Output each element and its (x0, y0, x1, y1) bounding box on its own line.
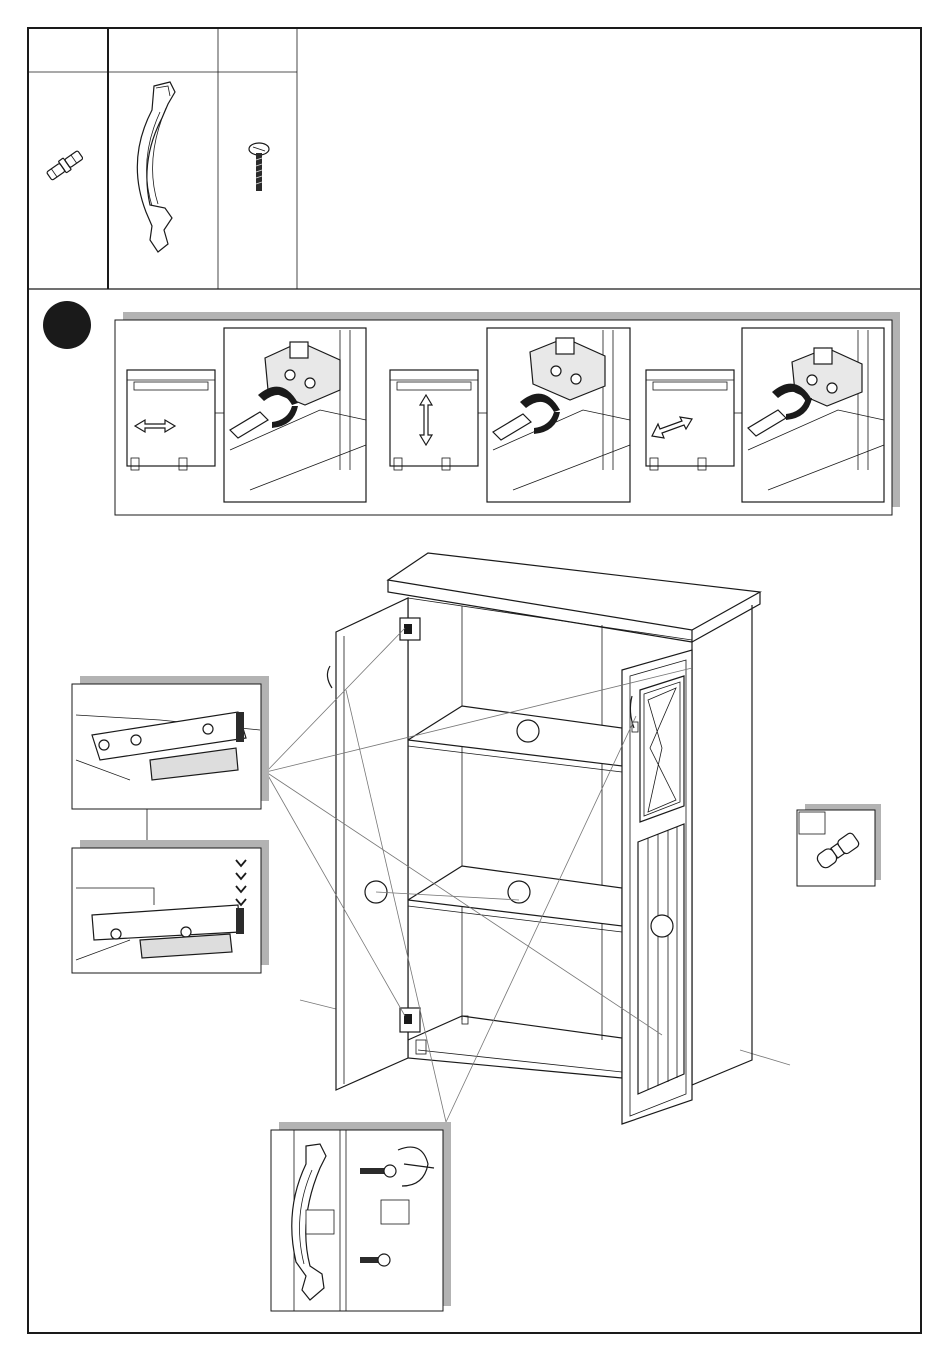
handle-detail (0, 0, 950, 1360)
